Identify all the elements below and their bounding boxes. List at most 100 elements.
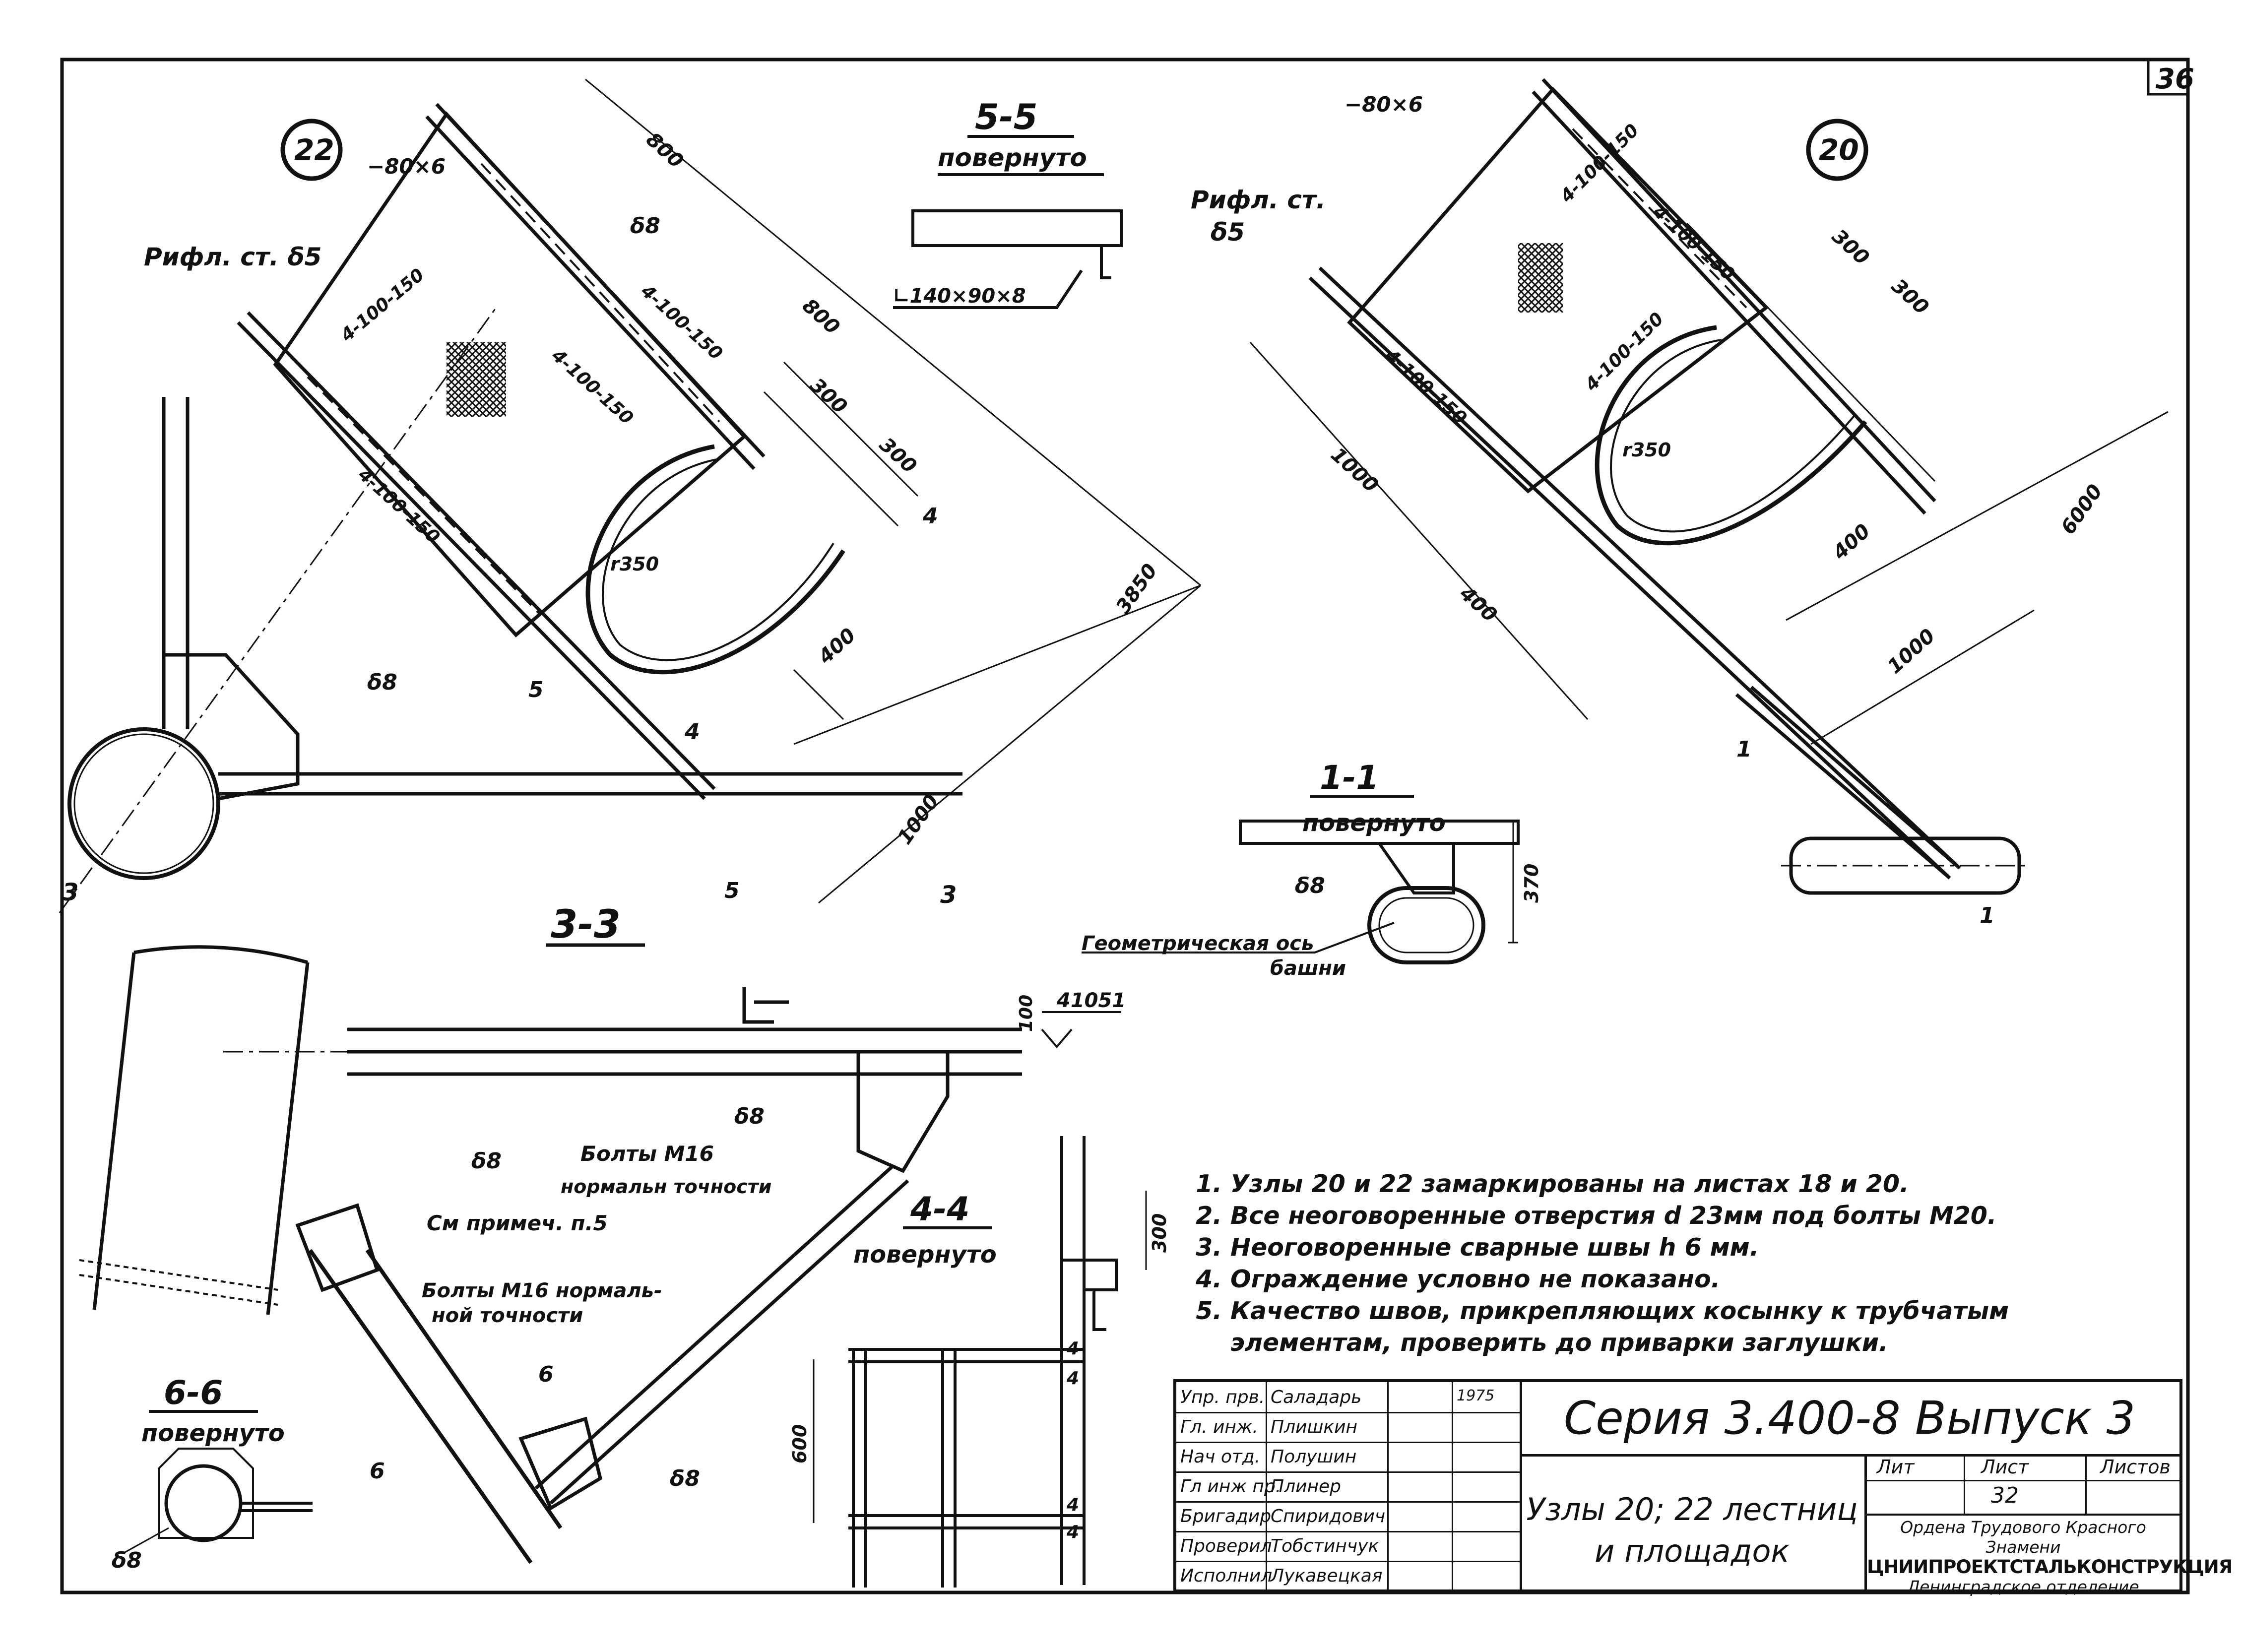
- node-20-dim-1000: [1810, 609, 2035, 745]
- node-20-dim-300a: 300: [1827, 225, 1873, 269]
- node-22-d8-top: δ8: [630, 213, 660, 239]
- sec-5-5-title: 5-5: [975, 97, 1037, 137]
- general-notes: Узлы 20 и 22 замаркированы на листах 18 …: [1191, 1168, 2123, 1359]
- drawing-title: Узлы 20; 22 лестниц и площадок: [1520, 1454, 1867, 1589]
- sec-5-5: [893, 135, 1123, 309]
- role-label: Бригадир: [1180, 1506, 1272, 1526]
- node-20-radius: r350: [1622, 439, 1671, 461]
- sec-3-3-elev-mark: [1041, 1011, 1121, 1049]
- node-22-dim-800b: 800: [798, 294, 844, 339]
- sec-4-4-mark-4c: 4: [1066, 1495, 1079, 1515]
- node-20-badge: [1806, 119, 1868, 181]
- role-label: Проверил: [1180, 1536, 1272, 1556]
- node-20-mark-1b: 1: [1980, 903, 1995, 928]
- col-divider: [1387, 1382, 1389, 1589]
- drawing-title-line2: и площадок: [1595, 1533, 1790, 1569]
- node-22-plate-hatch: [447, 342, 506, 417]
- node-22-radius: r350: [610, 553, 659, 575]
- sec-5-5-angle: [1067, 244, 1111, 279]
- sec-3-3-lower-gusset: [518, 1416, 603, 1511]
- node-20-loop-inner: [1610, 339, 1857, 533]
- node-22-mark-3b: 3: [940, 881, 957, 909]
- sec-3-3-gusset: [856, 1050, 950, 1173]
- note-3: Неоговоренные сварные швы h 6 мм.: [1230, 1232, 2123, 1264]
- sec-1-1-dim: [1508, 820, 1518, 944]
- sec-4-4-dim-600: 600: [789, 1424, 811, 1463]
- node-22: [59, 78, 1201, 913]
- node-22-dim-300b: 300: [875, 433, 921, 478]
- sec-3-3-d8-a: δ8: [734, 1104, 765, 1129]
- head-sheets: Листов: [2100, 1456, 2171, 1478]
- node-22-stringer-a: [425, 103, 766, 470]
- sec-4-4-ladder: [848, 1348, 1084, 1588]
- node-22-dim-400: [793, 669, 844, 720]
- sec-3-3-bolts2-a: Болты М16 нормаль-: [422, 1279, 662, 1302]
- node-22-loop-inner: [602, 458, 834, 661]
- node-20-plate-hatch: [1518, 243, 1563, 313]
- node-22-tower-pipe-inner: [73, 733, 214, 874]
- person-name: Саладарь: [1271, 1387, 1362, 1407]
- node-22-mark-4: 4: [922, 504, 938, 529]
- sec-6-6: [124, 1410, 313, 1554]
- col-divider: [1266, 1382, 1267, 1589]
- note-5: Качество швов, прикрепляющих косынку к т…: [1230, 1295, 2123, 1359]
- org-line2: Знамени: [1986, 1537, 2061, 1557]
- col-divider: [1452, 1382, 1453, 1589]
- sec-5-5-leader: [893, 269, 1083, 309]
- node-22-dash-a: [480, 163, 720, 423]
- sec-1-1-d8: δ8: [1295, 873, 1325, 898]
- sec-1-1-axis-leader: [1082, 922, 1395, 953]
- node-20-mark-1: 1: [1736, 737, 1752, 762]
- sec-1-1-subtitle: повернуто: [1302, 809, 1446, 837]
- note-1: Узлы 20 и 22 замаркированы на листах 18 …: [1230, 1168, 2123, 1200]
- node-20-dim-6000: 6000: [2057, 480, 2108, 539]
- org-line4: Ленинградское отделение: [1907, 1577, 2139, 1596]
- node-20-stringer-b: [1308, 266, 1961, 880]
- sec-3-3-d8-c: δ8: [670, 1466, 700, 1491]
- node-20-flat-label: −80×6: [1345, 92, 1423, 117]
- node-20: [1249, 78, 2169, 895]
- node-22-gusset: [164, 653, 300, 801]
- series-title: Серия 3.400-8 Выпуск 3: [1520, 1382, 2179, 1457]
- node-22-mark-3: 3: [62, 879, 78, 906]
- role-label: Гл. инж.: [1180, 1417, 1258, 1437]
- node-20-dim-400a: 400: [1455, 582, 1502, 627]
- node-22-dash-b: [307, 376, 542, 616]
- role-label: Нач отд.: [1180, 1447, 1261, 1467]
- node-22-loop: [585, 444, 845, 675]
- signature-row: Гл. инж.Плишкин: [1176, 1412, 1520, 1443]
- sec-5-5-angle-label: ∟140×90×8: [893, 285, 1026, 308]
- sec-1-1-axis-label-1: Геометрическая ось: [1082, 932, 1314, 955]
- node-22-dim-3850: 3850: [1112, 560, 1162, 618]
- role-label: Гл инж пр.: [1180, 1476, 1281, 1497]
- node-22-dim-long: [585, 78, 1201, 586]
- person-name: Плинер: [1271, 1476, 1342, 1497]
- sec-3-3-title: 3-3: [551, 902, 621, 947]
- head-sheet: Лист: [1981, 1456, 2029, 1478]
- sheet-number-tab: [2147, 60, 2188, 96]
- sec-1-1-pipe: [1367, 886, 1485, 964]
- sec-4-4-mark-4d: 4: [1066, 1522, 1079, 1542]
- sec-3-3-tower-pipe: [92, 945, 310, 1315]
- head-lit: Лит: [1877, 1456, 1915, 1478]
- signature-row: Нач отд.Полушин: [1176, 1442, 1520, 1473]
- node-22-holes-d: 4-100-150: [354, 464, 444, 548]
- node-22-dim-1000: 1000: [894, 790, 944, 849]
- sec-1-1: [1082, 795, 1520, 964]
- sec-5-5-subtitle: повернуто: [938, 143, 1087, 172]
- node-22-dim-3850: [793, 584, 1201, 904]
- node-20-holes-d: 4-100-150: [1381, 345, 1471, 429]
- node-20-holes-b: 4-100-150: [1649, 201, 1738, 285]
- node-20-dim-main: [1249, 222, 2169, 720]
- node-22-badge: [280, 119, 343, 181]
- sign-year: 1975: [1457, 1387, 1495, 1404]
- person-name: Спиридович: [1271, 1506, 1386, 1526]
- node-22-flat-label: −80×6: [367, 154, 446, 179]
- note-4: Ограждение условно не показано.: [1230, 1264, 2123, 1295]
- node-22-number: 22: [294, 133, 334, 167]
- node-22-dim-300: [763, 361, 919, 527]
